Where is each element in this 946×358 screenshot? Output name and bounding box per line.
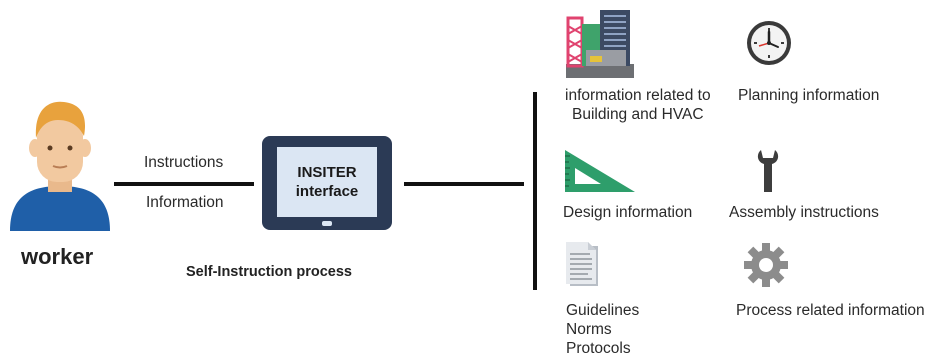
building-hvac-line1: information related to <box>565 87 711 104</box>
building-hvac-label: information related to Building and HVAC <box>565 86 711 124</box>
guidelines-line3: Protocols <box>566 340 631 357</box>
tablet-icon: INSITER interface <box>262 136 392 230</box>
building-hvac-line2: Building and HVAC <box>572 106 704 123</box>
tablet-title: INSITER <box>297 164 357 181</box>
gear-icon <box>744 243 788 287</box>
design-label: Design information <box>563 204 693 221</box>
worker-label: worker <box>21 244 94 269</box>
guidelines-line2: Norms <box>566 321 612 338</box>
information-label: Information <box>146 194 224 211</box>
document-icon <box>566 242 598 286</box>
process-label: Self-Instruction process <box>186 264 352 280</box>
process-info-label: Process related information <box>736 302 925 319</box>
tablet-subtitle: interface <box>295 183 359 200</box>
tablet-screen: INSITER interface <box>277 147 377 217</box>
set-square-icon <box>565 150 635 192</box>
buildings-crane-icon <box>566 10 634 78</box>
category-bracket <box>533 92 537 290</box>
assembly-label: Assembly instructions <box>729 204 879 221</box>
guidelines-line1: Guidelines <box>566 302 640 319</box>
guidelines-label: Guidelines Norms Protocols <box>566 301 639 358</box>
clock-icon <box>747 21 791 65</box>
connector-worker-tablet <box>114 182 254 186</box>
wrench-icon <box>757 150 779 192</box>
connector-tablet-categories <box>404 182 524 186</box>
tablet-home-button <box>322 221 332 226</box>
instructions-label: Instructions <box>144 154 224 171</box>
worker-avatar-icon <box>10 101 110 231</box>
planning-label: Planning information <box>738 87 880 104</box>
